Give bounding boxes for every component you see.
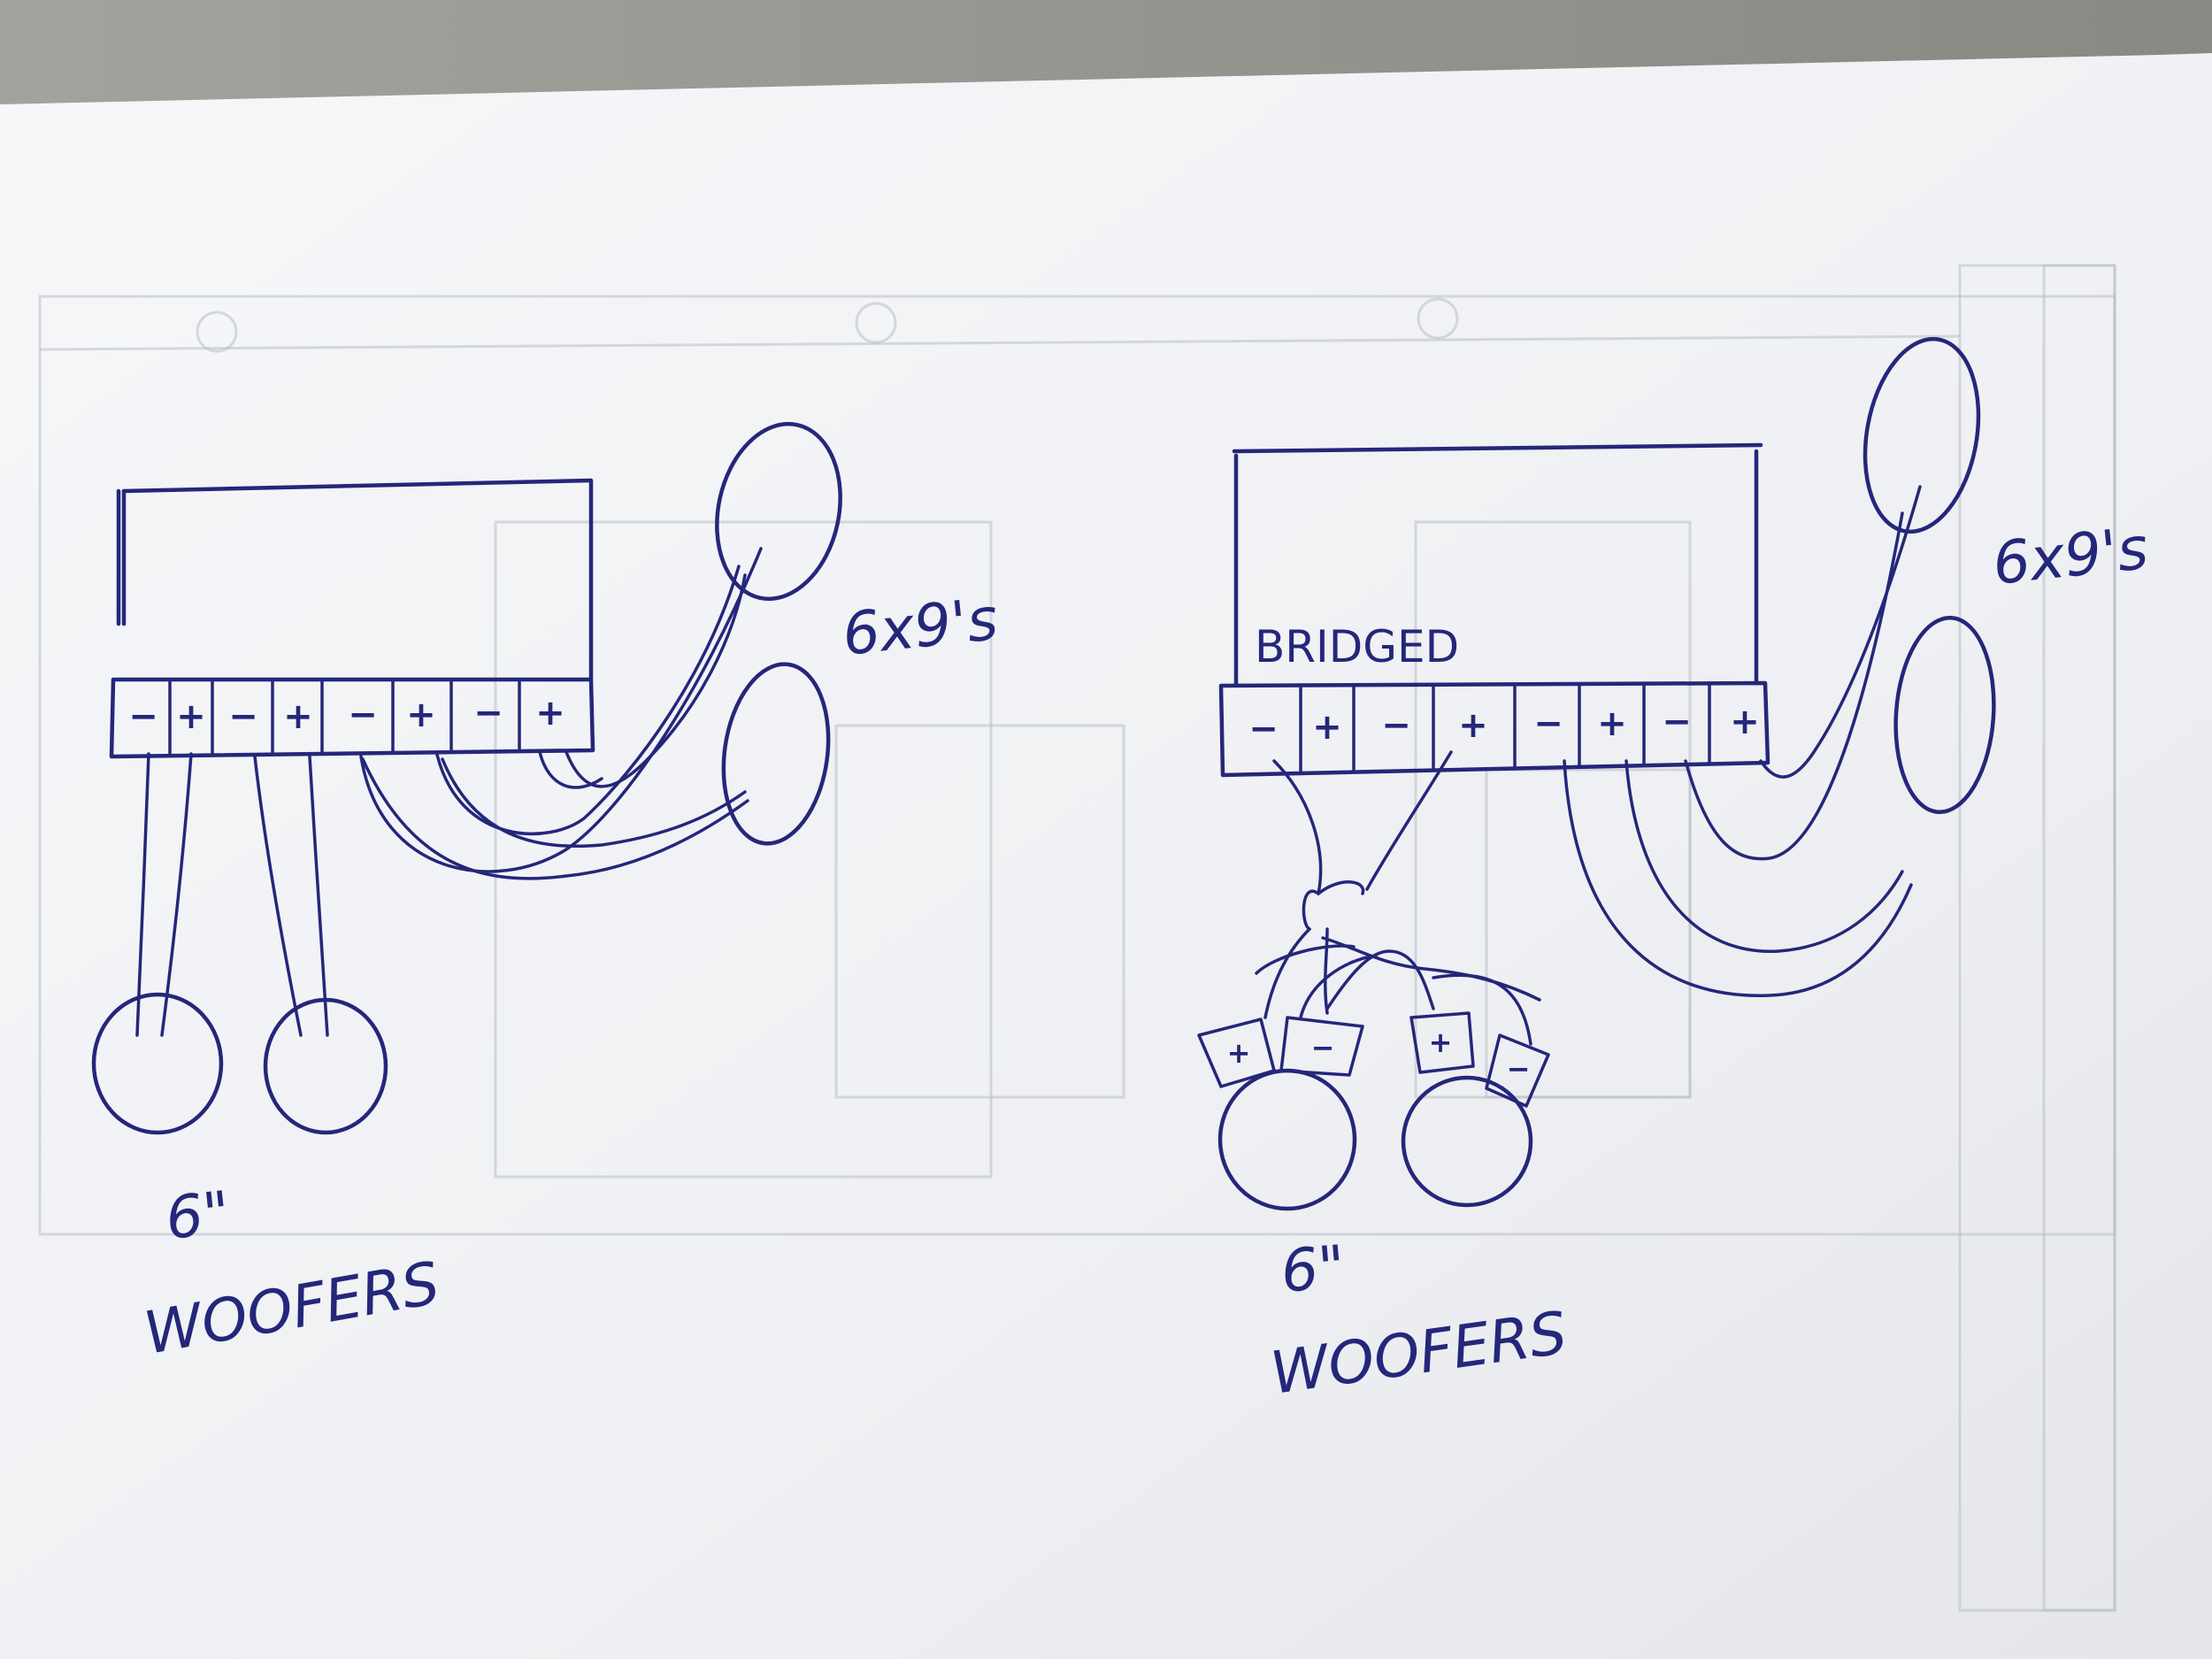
right-terminal-3: −: [1381, 705, 1411, 746]
bleed-through-form: [38, 264, 2116, 1612]
right-terminal-7: −: [1662, 702, 1692, 742]
left-woofer-2: [263, 997, 388, 1135]
left-6x9-label: 6x9's: [840, 585, 1002, 669]
left-terminal-8: +: [535, 693, 565, 733]
right-terminal-5: −: [1533, 703, 1563, 744]
left-6x9-speaker-1: [715, 421, 842, 602]
right-terminal-strip: − + − + − + − +: [1218, 680, 1770, 778]
right-terminal-6: +: [1597, 703, 1627, 744]
left-terminal-3: −: [228, 696, 258, 737]
right-6x9-speaker-2: [1893, 615, 1996, 815]
woofer2-minus: −: [1507, 1052, 1531, 1086]
left-terminal-1: −: [128, 696, 158, 737]
right-6x9-speaker-1: [1863, 336, 1981, 534]
left-6x9-speaker-2: [721, 662, 831, 846]
woofer2-plus: +: [1429, 1025, 1453, 1059]
right-terminal-2: +: [1312, 707, 1342, 748]
paper-sheet: [0, 53, 2212, 1659]
woofer1-plus: +: [1227, 1036, 1251, 1070]
left-terminal-4: +: [283, 696, 313, 737]
right-6x9-wires: [1563, 485, 1922, 997]
left-terminal-6: +: [406, 695, 436, 735]
left-terminal-5: −: [348, 695, 378, 735]
right-woofer-terminals: + − + −: [1197, 1011, 1550, 1108]
left-amplifier-body: [121, 478, 594, 682]
left-6x9-wires: [359, 547, 763, 880]
bridged-label: BRIDGED: [1255, 621, 1459, 672]
right-woofer-size-label: 6": [1279, 1233, 1348, 1306]
left-woofer-1: [91, 992, 224, 1135]
left-terminal-strip: − + − + − + − +: [109, 677, 595, 759]
right-terminal-8: +: [1730, 702, 1760, 742]
left-woofer-size-label: 6": [163, 1179, 234, 1253]
right-amplifier-body: [1232, 442, 1763, 686]
right-woofer-2: [1401, 1075, 1533, 1208]
right-terminal-4: +: [1458, 705, 1488, 746]
left-terminal-7: −: [473, 693, 503, 733]
woofer1-minus: −: [1311, 1031, 1335, 1064]
right-woofer-wires: [1255, 750, 1541, 1046]
right-6x9-label: 6x9's: [1990, 514, 2152, 598]
left-terminal-2: +: [176, 696, 206, 737]
right-woofer-1: [1217, 1068, 1357, 1211]
right-terminal-1: −: [1248, 709, 1279, 749]
